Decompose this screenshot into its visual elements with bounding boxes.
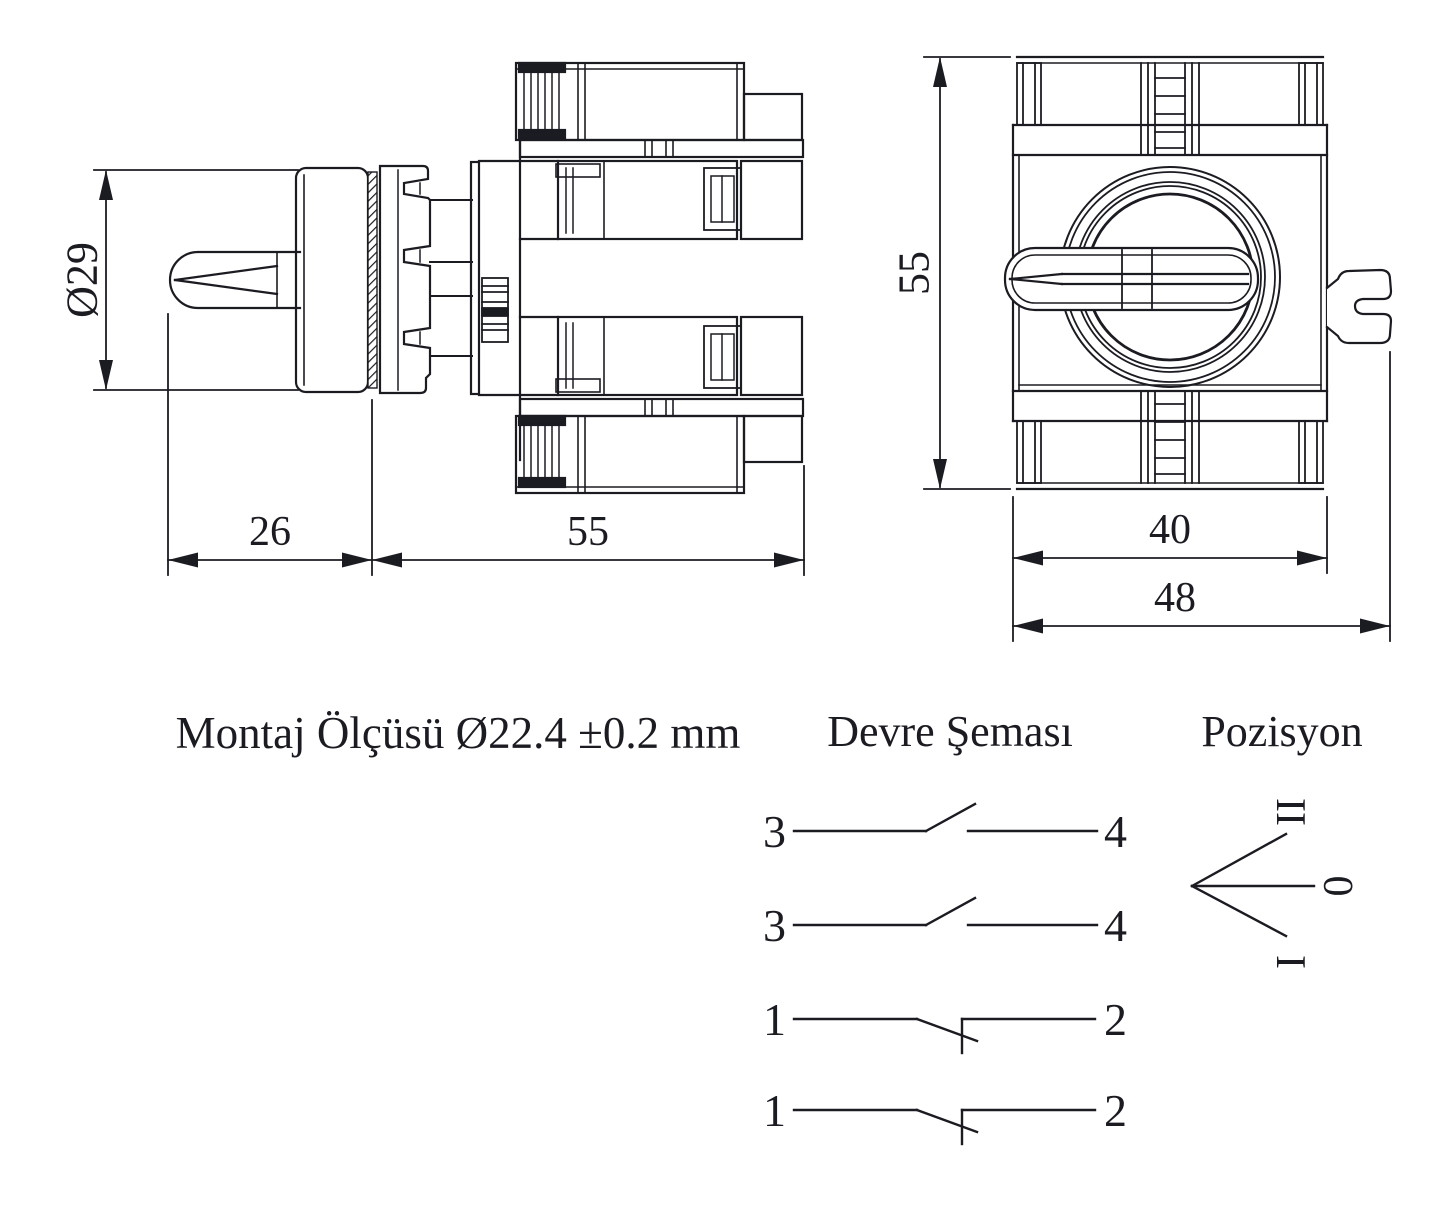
side-view-handle [168, 250, 302, 310]
position-label-ii: II [1269, 798, 1315, 826]
dim-label-body-width: 40 [1149, 507, 1191, 553]
front-view [1003, 55, 1393, 491]
dim-label-height: 55 [890, 251, 939, 295]
dim-label-front-depth: 26 [249, 509, 291, 555]
dim-label-knob-diameter: Ø29 [58, 242, 107, 318]
dim-body-depth: 55 [371, 465, 805, 576]
side-view-body [477, 138, 560, 462]
contact-right-label: 4 [1104, 806, 1127, 857]
side-view-bezel [294, 166, 370, 394]
side-view-top-contact-block [514, 61, 804, 142]
dim-label-body-depth: 55 [567, 509, 609, 555]
front-view-handle [1003, 246, 1260, 312]
side-view-lower-row [555, 315, 804, 397]
side-view-bottom-contact-block [514, 414, 804, 495]
dim-total-width: 48 [1012, 351, 1391, 642]
dim-height: 55 [890, 56, 1011, 490]
front-view-release-clip [1325, 268, 1393, 345]
side-view-upper-row [555, 159, 804, 241]
side-view-thumbwheel [481, 277, 509, 343]
position-label-i: I [1269, 955, 1315, 969]
contact-left-label: 3 [763, 900, 786, 951]
dim-knob-diameter: Ø29 [58, 169, 299, 391]
dim-front-depth: 26 [167, 313, 373, 576]
position-title: Pozisyon [1201, 707, 1362, 756]
position-label-0: 0 [1316, 876, 1362, 897]
dim-label-total-width: 48 [1154, 575, 1196, 621]
contact-right-label: 4 [1104, 900, 1127, 951]
side-view [168, 61, 805, 495]
side-view-knurled-ring [378, 164, 432, 395]
front-view-bottom-terminal [1140, 390, 1200, 484]
contact-right-label: 2 [1104, 1085, 1127, 1136]
front-view-dimensions: 55 40 48 [890, 56, 1391, 642]
side-view-flange [469, 160, 481, 396]
contact-row: 3 4 [763, 802, 1127, 857]
contact-left-label: 3 [763, 806, 786, 857]
side-view-bottom-rail [518, 397, 805, 418]
circuit-title: Devre Şeması [827, 707, 1073, 756]
circuit-diagram: Devre Şeması 3 4 3 4 1 2 1 [763, 707, 1127, 1146]
mounting-note: Montaj Ölçüsü Ø22.4 ±0.2 mm [176, 708, 741, 758]
contact-left-label: 1 [763, 1085, 786, 1136]
side-view-dimensions: Ø29 26 55 [58, 169, 805, 576]
contact-row: 1 2 [763, 994, 1127, 1055]
side-view-thread [367, 171, 378, 389]
contact-row: 1 2 [763, 1085, 1127, 1146]
front-view-top-terminal [1140, 62, 1200, 156]
position-diagram: Pozisyon II 0 I [1190, 707, 1363, 969]
front-view-tabs [1016, 62, 1324, 484]
contact-row: 3 4 [763, 896, 1127, 951]
contact-right-label: 2 [1104, 994, 1127, 1045]
dim-body-width: 40 [1012, 496, 1328, 642]
contact-left-label: 1 [763, 994, 786, 1045]
side-view-top-rail [518, 138, 805, 159]
side-view-neck [429, 199, 473, 357]
